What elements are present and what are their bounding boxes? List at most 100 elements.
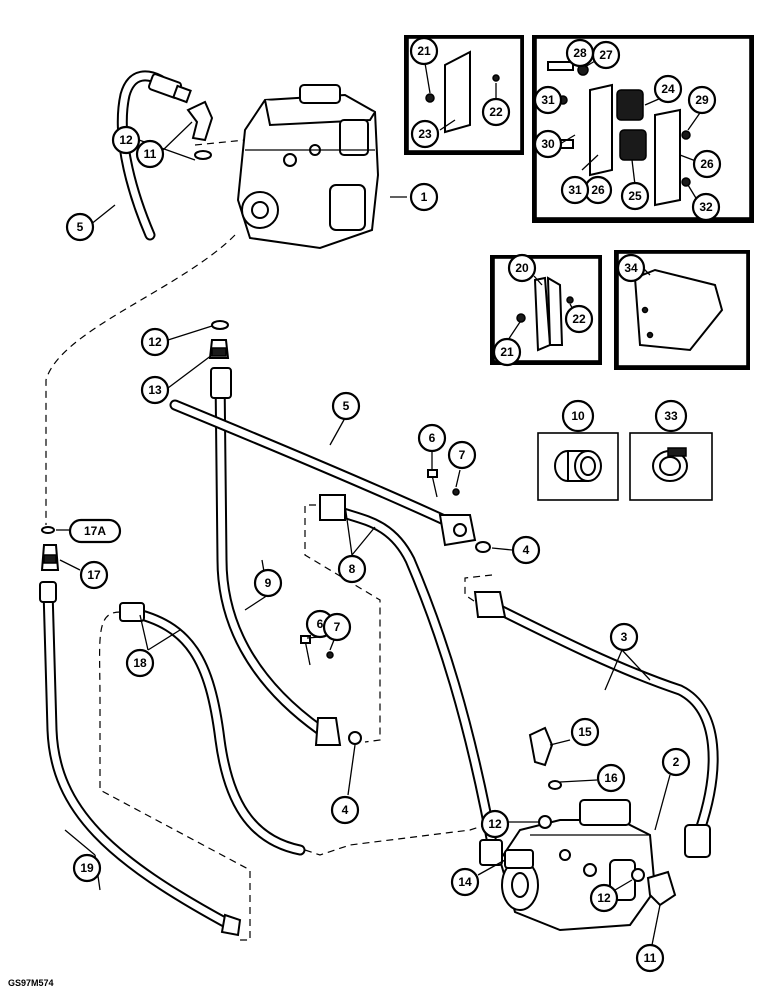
callout-8: 8 xyxy=(337,554,367,584)
callout-label: 31 xyxy=(541,93,555,107)
callout-label: 17 xyxy=(87,568,101,582)
callout-12-upper: 12 xyxy=(111,125,141,155)
callout-label: 26 xyxy=(700,157,714,171)
hose-5-lower xyxy=(169,399,477,547)
callout-29: 29 xyxy=(687,85,717,115)
callout-27: 27 xyxy=(591,40,621,70)
callout-17a: 17A xyxy=(68,518,122,544)
callout-20: 20 xyxy=(507,253,537,283)
callout-7-lower: 7 xyxy=(322,612,352,642)
callout-label: 22 xyxy=(489,105,503,119)
tube-8 xyxy=(319,494,503,866)
nut-7-lower xyxy=(326,651,334,659)
inset-sleeve-10 xyxy=(537,432,619,501)
inset-clamp-33 xyxy=(629,432,713,501)
callout-26-right: 26 xyxy=(692,149,722,179)
o-ring-12-lower xyxy=(631,868,645,882)
callout-7-upper: 7 xyxy=(447,440,477,470)
tube-9 xyxy=(210,367,342,746)
callout-11-lower: 11 xyxy=(635,943,665,973)
callout-label: 4 xyxy=(523,543,530,557)
callout-label: 33 xyxy=(664,409,678,423)
callout-19: 19 xyxy=(72,853,102,883)
callout-label: 26 xyxy=(591,183,605,197)
callout-label: 20 xyxy=(515,261,529,275)
callout-label: 12 xyxy=(597,891,611,905)
callout-9: 9 xyxy=(253,568,283,598)
callout-label: 12 xyxy=(148,335,162,349)
callout-28: 28 xyxy=(565,38,595,68)
tube-19 xyxy=(39,581,242,937)
callout-label: 21 xyxy=(417,44,431,58)
callout-12-left: 12 xyxy=(140,327,170,357)
callout-16: 16 xyxy=(596,763,626,793)
hydraulic-pump-1 xyxy=(236,84,380,250)
callout-label: 30 xyxy=(541,137,555,151)
nut-7-upper xyxy=(452,488,460,496)
callout-22-lower: 22 xyxy=(564,304,594,334)
callout-label: 7 xyxy=(459,448,466,462)
callout-10: 10 xyxy=(561,399,595,433)
callout-6-upper: 6 xyxy=(417,423,447,453)
callout-12-lower: 12 xyxy=(589,883,619,913)
callout-label: 28 xyxy=(573,46,587,60)
callout-label: 32 xyxy=(699,200,713,214)
callout-label: 3 xyxy=(621,630,628,644)
bolt-6-lower xyxy=(300,635,311,666)
callout-34: 34 xyxy=(616,253,646,283)
callout-label: 14 xyxy=(458,875,472,889)
callout-label: 21 xyxy=(500,345,514,359)
tube-3 xyxy=(473,591,719,858)
callout-12-pump: 12 xyxy=(480,809,510,839)
callout-label: 17A xyxy=(84,524,106,538)
callout-14: 14 xyxy=(450,867,480,897)
bolt-6-upper xyxy=(427,469,438,498)
hose-5-upper xyxy=(116,70,192,241)
callout-label: 7 xyxy=(334,620,341,634)
o-ring-12-pump xyxy=(538,815,552,829)
o-ring-4-upper xyxy=(475,541,491,553)
o-ring-12-upper xyxy=(194,150,212,160)
callout-4-upper: 4 xyxy=(511,535,541,565)
fitting-13 xyxy=(208,339,230,359)
callout-label: 6 xyxy=(317,617,324,631)
fitting-17 xyxy=(40,544,60,571)
callout-31-lower: 31 xyxy=(560,175,590,205)
callout-30: 30 xyxy=(533,129,563,159)
callout-32: 32 xyxy=(691,192,721,222)
o-ring-4-lower xyxy=(348,731,362,745)
callout-5-upper: 5 xyxy=(65,212,95,242)
callout-33: 33 xyxy=(654,399,688,433)
callout-17: 17 xyxy=(79,560,109,590)
tube-18 xyxy=(119,602,306,856)
callout-label: 16 xyxy=(604,771,618,785)
callout-label: 27 xyxy=(599,48,613,62)
callout-label: 15 xyxy=(578,725,592,739)
dashed-routing-lines xyxy=(45,139,501,941)
callout-2: 2 xyxy=(661,747,691,777)
o-ring-16 xyxy=(548,780,562,790)
callout-label: 12 xyxy=(488,817,502,831)
callout-4-lower: 4 xyxy=(330,795,360,825)
elbow-fitting-15 xyxy=(528,726,554,767)
callout-15: 15 xyxy=(570,717,600,747)
callout-21-upper: 21 xyxy=(409,36,439,66)
callout-label: 13 xyxy=(148,383,162,397)
callout-5-lower: 5 xyxy=(331,391,361,421)
callout-label: 4 xyxy=(342,803,349,817)
o-ring-17a xyxy=(41,526,55,534)
callout-label: 34 xyxy=(624,261,638,275)
callout-label: 29 xyxy=(695,93,709,107)
callout-label: 9 xyxy=(265,576,272,590)
callout-label: 22 xyxy=(572,312,586,326)
callout-21-lower: 21 xyxy=(492,337,522,367)
callout-label: 10 xyxy=(571,409,585,423)
callout-label: 24 xyxy=(661,82,675,96)
callout-18: 18 xyxy=(125,648,155,678)
elbow-fitting-11-lower xyxy=(646,870,677,907)
callout-23: 23 xyxy=(410,119,440,149)
callout-22-upper: 22 xyxy=(481,97,511,127)
figure-code: GS97M574 xyxy=(8,978,54,988)
callout-1: 1 xyxy=(409,182,439,212)
